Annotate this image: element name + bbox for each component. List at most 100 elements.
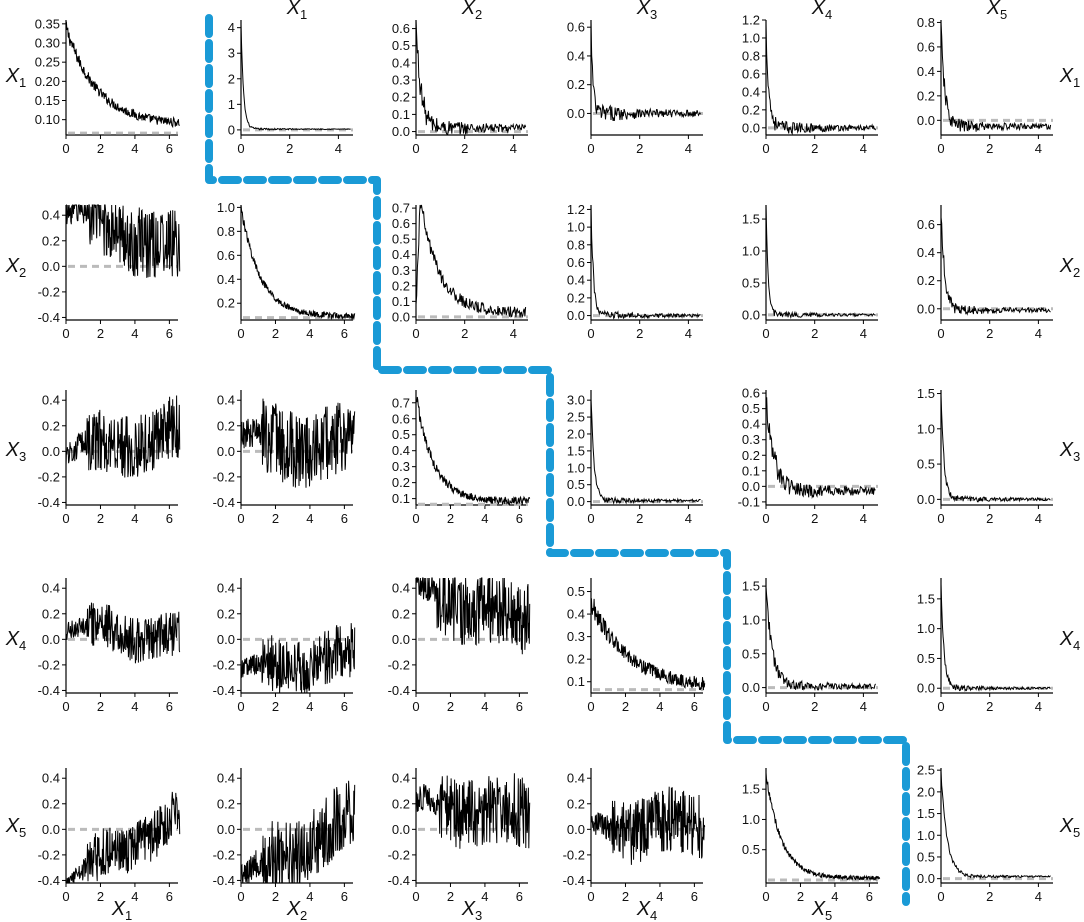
series-line xyxy=(590,399,701,505)
y-tick-label: 0.0 xyxy=(917,681,935,696)
y-tick-label: 0.0 xyxy=(42,444,60,459)
series-line xyxy=(240,398,356,488)
y-tick-label: 0.4 xyxy=(217,393,235,408)
row-label-right: X4 xyxy=(1059,628,1081,653)
x-tick-label: 2 xyxy=(797,889,804,904)
y-tick-label: 1.2 xyxy=(742,13,760,28)
x-tick-label: 0 xyxy=(412,511,419,526)
y-tick-label: -0.4 xyxy=(38,495,60,510)
x-tick-label: 2 xyxy=(272,326,279,341)
y-tick-label: 0.4 xyxy=(567,607,585,622)
x-tick-label: 0 xyxy=(237,511,244,526)
y-tick-label: 0.2 xyxy=(42,233,60,248)
series-line xyxy=(940,395,1051,503)
y-tick-label: 2.0 xyxy=(567,426,585,441)
x-tick-label: 6 xyxy=(341,699,348,714)
series-line xyxy=(940,217,1051,316)
x-tick-label: 2 xyxy=(461,326,468,341)
y-tick-label: 0.1 xyxy=(392,491,410,506)
y-tick-label: -0.4 xyxy=(213,873,235,888)
x-tick-label: 4 xyxy=(656,699,663,714)
x-tick-label: 0 xyxy=(762,889,769,904)
y-tick-label: -0.4 xyxy=(388,873,410,888)
x-tick-label: 2 xyxy=(986,326,993,341)
y-tick-label: 0.2 xyxy=(392,475,410,490)
x-tick-label: 6 xyxy=(341,889,348,904)
bottom-label: X2 xyxy=(286,898,308,922)
y-tick-label: 0.0 xyxy=(742,120,760,135)
x-tick-label: 2 xyxy=(811,326,818,341)
y-tick-label: -0.2 xyxy=(38,657,60,672)
series-line xyxy=(415,19,527,135)
y-tick-label: 0.5 xyxy=(392,427,410,442)
x-tick-label: 0 xyxy=(62,889,69,904)
x-tick-label: 2 xyxy=(811,699,818,714)
x-tick-label: 2 xyxy=(272,699,279,714)
y-tick-label: 1.5 xyxy=(742,212,760,227)
series-line xyxy=(590,786,706,865)
y-tick-label: 1.0 xyxy=(567,220,585,235)
x-tick-label: 2 xyxy=(811,141,818,156)
x-tick-label: 0 xyxy=(587,889,594,904)
y-tick-label: 0.6 xyxy=(392,21,410,36)
y-tick-label: 0.0 xyxy=(42,259,60,274)
x-tick-label: 4 xyxy=(831,889,838,904)
y-tick-label: 0.2 xyxy=(217,606,235,621)
x-tick-label: 6 xyxy=(341,511,348,526)
x-tick-label: 4 xyxy=(1035,326,1042,341)
x-tick-label: 0 xyxy=(412,141,419,156)
y-tick-label: 0.3 xyxy=(742,432,760,447)
y-tick-label: 0.4 xyxy=(42,581,60,596)
y-tick-label: 0.2 xyxy=(567,77,585,92)
y-tick-label: 0.0 xyxy=(742,307,760,322)
x-tick-label: 4 xyxy=(860,141,867,156)
y-tick-label: -0.2 xyxy=(38,847,60,862)
y-tick-label: 0.0 xyxy=(567,308,585,323)
y-tick-label: 0.3 xyxy=(392,73,410,88)
x-tick-label: 4 xyxy=(306,511,313,526)
y-tick-label: 0.2 xyxy=(42,796,60,811)
y-tick-label: 0.4 xyxy=(567,273,585,288)
row-label-right: X2 xyxy=(1059,255,1081,280)
y-tick-label: 0.0 xyxy=(917,113,935,128)
y-tick-label: 0.15 xyxy=(35,93,60,108)
y-tick-label: 0.7 xyxy=(392,201,410,216)
series-line xyxy=(940,771,1051,880)
y-tick-label: -0.2 xyxy=(388,847,410,862)
y-tick-label: 0.30 xyxy=(35,36,60,51)
x-tick-label: 6 xyxy=(516,511,523,526)
y-tick-label: 1.0 xyxy=(917,621,935,636)
y-tick-label: 0.0 xyxy=(217,822,235,837)
y-tick-label: 0.0 xyxy=(42,632,60,647)
column-label: X3 xyxy=(636,0,658,22)
x-tick-label: 0 xyxy=(937,511,944,526)
row-label-left: X2 xyxy=(5,255,27,280)
y-tick-label: 0.25 xyxy=(35,55,60,70)
x-tick-label: 4 xyxy=(685,141,692,156)
x-tick-label: 4 xyxy=(685,326,692,341)
y-tick-label: 0.3 xyxy=(567,629,585,644)
x-tick-label: 4 xyxy=(481,699,488,714)
y-tick-label: 0.0 xyxy=(567,106,585,121)
y-tick-label: -0.4 xyxy=(38,683,60,698)
x-tick-label: 6 xyxy=(516,699,523,714)
y-tick-label: 0.4 xyxy=(392,771,410,786)
y-tick-label: 0.35 xyxy=(35,16,60,31)
x-tick-label: 4 xyxy=(1035,511,1042,526)
y-tick-label: 1.0 xyxy=(742,612,760,627)
x-tick-label: 0 xyxy=(62,511,69,526)
x-tick-label: 0 xyxy=(62,326,69,341)
y-tick-label: 0.0 xyxy=(392,822,410,837)
y-tick-label: 0.5 xyxy=(567,584,585,599)
x-tick-label: 2 xyxy=(286,141,293,156)
y-tick-label: 0.6 xyxy=(392,216,410,231)
x-tick-label: 2 xyxy=(461,141,468,156)
